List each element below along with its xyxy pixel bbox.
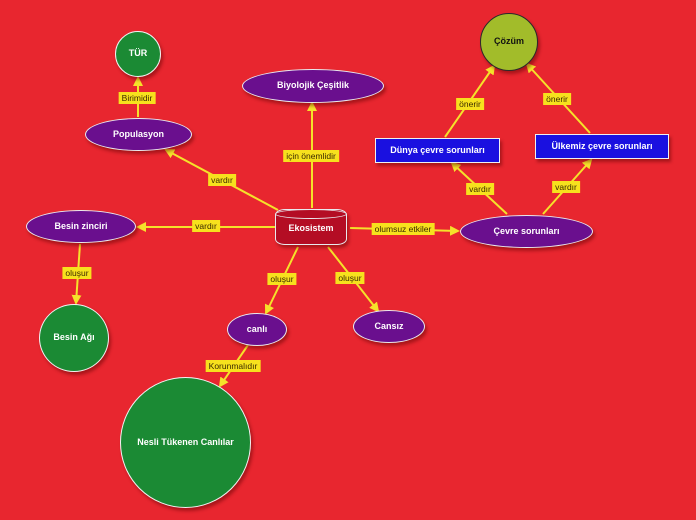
node-besin-zinciri[interactable]: Besin zinciri [26, 210, 136, 243]
link-label-olusur-cansiz: oluşur [335, 272, 365, 284]
link-label-vardir-besin-zinciri: vardır [192, 220, 220, 232]
link-label-vardir-populasyon: vardır [208, 174, 236, 186]
link-label-olusur-canli: oluşur [267, 273, 297, 285]
node-cevre-sorunlari[interactable]: Çevre sorunları [460, 215, 593, 248]
node-biyolojik-cesitlik[interactable]: Biyolojik Çeşitlik [242, 69, 384, 103]
node-cansiz[interactable]: Cansız [353, 310, 425, 343]
node-nesli-tukenen-canlilar-label: Nesli Tükenen Canlılar [137, 436, 234, 447]
node-ekosistem[interactable]: Ekosistem [275, 209, 347, 245]
link-label-olusur-besin-agi: oluşur [62, 267, 92, 279]
node-ekosistem-label: Ekosistem [288, 223, 334, 234]
link-label-onerir-dunya: önerir [456, 98, 484, 110]
node-besin-agi-label: Besin Ağı [53, 332, 95, 343]
node-dunya-cevre-sorunlari-label: Dünya çevre sorunları [390, 144, 485, 155]
node-biyolojik-cesitlik-label: Biyolojik Çeşitlik [276, 80, 350, 91]
node-cansiz-label: Cansız [374, 320, 404, 331]
node-tur-label: TÜR [128, 48, 148, 59]
link-label-vardir-ulkemiz: vardır [552, 181, 580, 193]
link-label-korunmalidir: Korunmalıdır [205, 360, 261, 372]
node-cozum-label: Çözüm [494, 36, 524, 47]
node-cevre-sorunlari-label: Çevre sorunları [493, 225, 560, 236]
link-label-onerir-ulkemiz: önerir [543, 93, 571, 105]
node-cozum[interactable]: Çözüm [480, 13, 538, 71]
node-dunya-cevre-sorunlari[interactable]: Dünya çevre sorunları [375, 138, 500, 163]
link-label-icin-onemlidir: için önemlidir [283, 150, 339, 162]
link-label-birimidir: Birimidir [118, 92, 156, 104]
link-label-olumsuz-etkiler: olumsuz etkiler [371, 223, 435, 235]
node-ulkemiz-cevre-sorunlari[interactable]: Ülkemiz çevre sorunları [535, 134, 669, 159]
node-besin-agi[interactable]: Besin Ağı [39, 304, 109, 372]
node-besin-zinciri-label: Besin zinciri [54, 220, 108, 231]
node-nesli-tukenen-canlilar[interactable]: Nesli Tükenen Canlılar [120, 377, 251, 508]
node-canli[interactable]: canlı [227, 313, 287, 346]
link-label-vardir-dunya: vardır [466, 183, 494, 195]
node-populasyon[interactable]: Populasyon [85, 118, 192, 151]
node-canli-label: canlı [246, 323, 268, 334]
node-populasyon-label: Populasyon [112, 128, 164, 139]
node-tur[interactable]: TÜR [115, 31, 161, 77]
node-ulkemiz-cevre-sorunlari-label: Ülkemiz çevre sorunları [551, 140, 653, 151]
